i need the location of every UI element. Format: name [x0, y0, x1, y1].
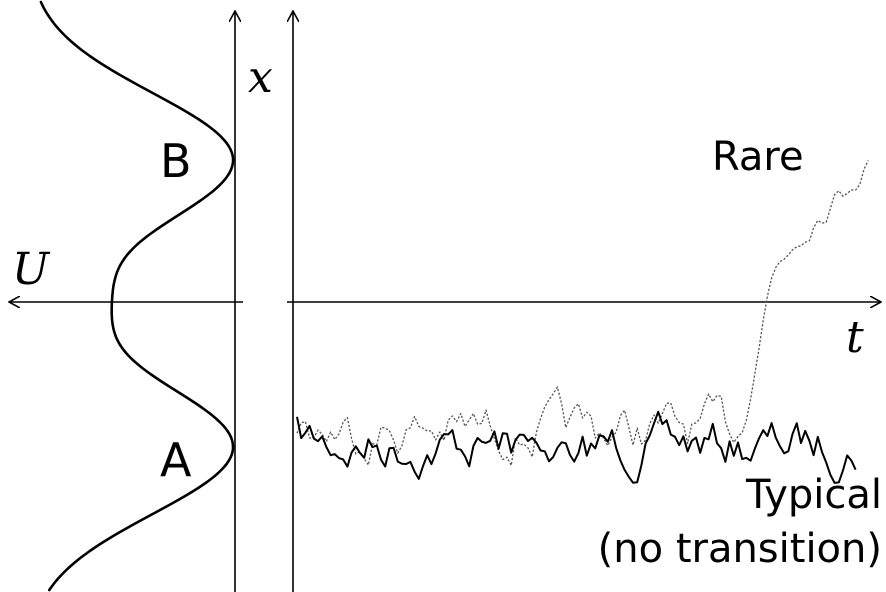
u-axis-label: U: [12, 244, 51, 295]
typical-trajectory-line: [296, 410, 857, 484]
typical-subtitle-label: (no transition): [598, 526, 882, 572]
rare-trajectory-line: [296, 160, 869, 467]
typical-label: Typical: [745, 472, 882, 518]
potential-curve: [39, 0, 235, 592]
state-a-label: A: [160, 433, 192, 487]
x-axis-label: x: [248, 52, 273, 103]
state-b-label: B: [160, 134, 192, 188]
t-axis-label: t: [846, 312, 864, 363]
rare-label: Rare: [712, 134, 804, 180]
